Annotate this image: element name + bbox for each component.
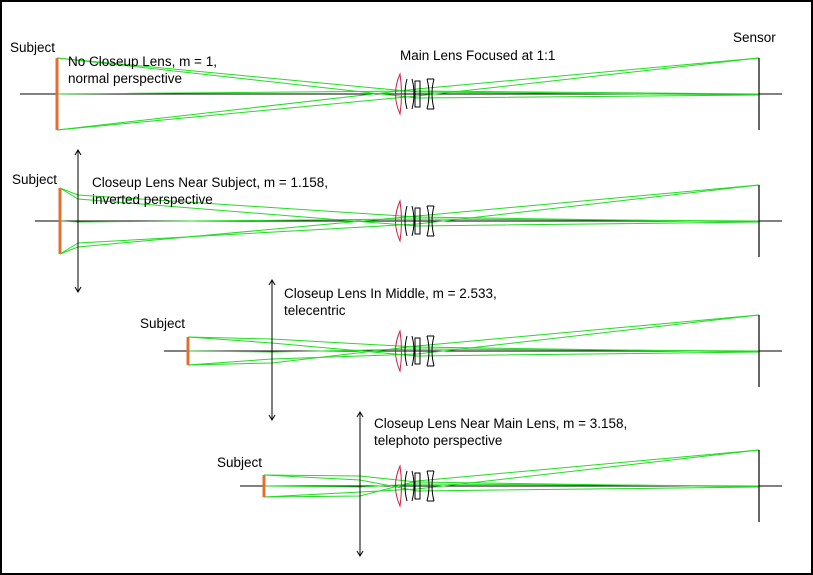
lens-element-row2 (426, 205, 435, 237)
closeup-arrow-top-row3 (268, 279, 276, 286)
row3-subtitle: telecentric (284, 303, 346, 318)
ray-row1 (56, 57, 760, 96)
ray-row1 (56, 57, 760, 99)
main-lens-label: Main Lens Focused at 1:1 (400, 48, 556, 63)
ray-row2 (59, 184, 760, 255)
ray-row3 (187, 314, 760, 366)
main-lens-element-row2 (395, 199, 402, 243)
lens-element-row2 (404, 205, 415, 237)
lens-element-row3 (404, 335, 415, 367)
subject-label-row3: Subject (140, 316, 186, 331)
main-lens-element-row4 (395, 464, 402, 508)
row2-subtitle: inverted perspective (92, 192, 213, 207)
subjects (55, 58, 266, 497)
lens-element-row2 (414, 207, 421, 235)
closeup-arrow-top-row4 (356, 411, 364, 418)
lens-elements (395, 72, 435, 508)
ray-row2 (59, 187, 760, 223)
row4-title: Closeup Lens Near Main Lens, m = 3.158, (374, 416, 628, 431)
main-lens-element-row3 (395, 329, 402, 373)
lens-element-row4 (404, 470, 415, 502)
ray-row3 (187, 314, 760, 366)
ray-row2 (59, 218, 760, 223)
ray-row1 (56, 57, 760, 131)
lens-element-row3 (426, 335, 435, 367)
ray-row3 (187, 336, 760, 357)
ray-row4 (263, 449, 760, 498)
row2-title: Closeup Lens Near Subject, m = 1.158, (92, 175, 329, 190)
closeup-arrow-bottom-row3 (268, 414, 276, 421)
lens-element-row4 (426, 470, 435, 502)
ray-row3 (187, 348, 760, 353)
row1-title: No Closeup Lens, m = 1, (68, 54, 217, 69)
ray-row2 (59, 184, 760, 255)
closeup-arrow-bottom-row2 (74, 286, 82, 293)
ray-row4 (263, 449, 760, 498)
light-rays (56, 57, 760, 498)
lens-element-row4 (414, 472, 421, 500)
ray-row2 (59, 187, 760, 227)
ray-row1 (56, 90, 760, 95)
ray-row4 (263, 483, 760, 488)
subject-label-row2: Subject (12, 172, 58, 187)
row3-title: Closeup Lens In Middle, m = 2.533, (284, 286, 497, 301)
lens-element-row3 (414, 337, 421, 365)
row1-subtitle: normal perspective (68, 71, 183, 86)
lens-element-row1 (426, 78, 435, 110)
closeup-arrow-top-row2 (74, 149, 82, 156)
lens-element-row1 (404, 78, 415, 110)
closeup-arrow-bottom-row4 (356, 550, 364, 557)
row4-subtitle: telephoto perspective (374, 433, 503, 448)
subject-label-row4: Subject (217, 455, 263, 470)
subject-label-row1: Subject (10, 40, 56, 55)
ray-row1 (56, 57, 760, 131)
sensor-label: Sensor (733, 30, 776, 45)
lens-element-row1 (414, 80, 421, 108)
main-lens-element-row1 (395, 72, 402, 116)
closeup-lenses (74, 149, 364, 557)
